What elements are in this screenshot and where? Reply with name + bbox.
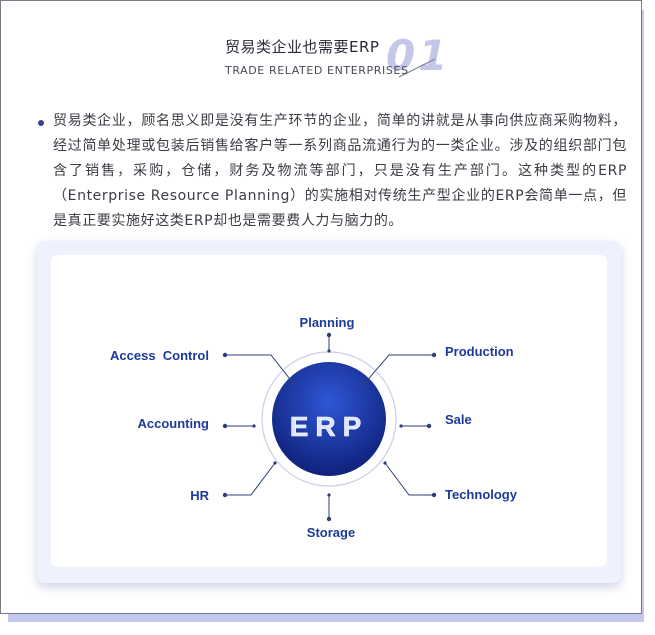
connector-dots [222,332,437,522]
connectors [225,335,434,519]
bullet-dot [38,120,44,126]
title-slash-decoration [398,58,436,78]
section-number: 01 [386,31,451,80]
intro-paragraph: 贸易类企业，顾名思义即是没有生产环节的企业，简单的讲就是从事向供应商采购物料，经… [53,113,627,229]
erp-diagram: ERP Planning Production Sale Technology … [110,315,518,540]
node-access-control: Access Control [110,348,209,363]
erp-diagram-panel: ERP Planning Production Sale Technology … [37,241,621,583]
connector-technology [384,462,434,496]
node-hr: HR [190,488,209,503]
node-storage: Storage [307,525,355,540]
connector-hr [225,462,276,496]
erp-diagram-canvas: ERP Planning Production Sale Technology … [51,255,607,567]
section-title: 贸易类企业也需要ERP [225,38,380,56]
node-accounting: Accounting [138,416,210,431]
connector-access-control [225,354,294,384]
node-planning: Planning [300,315,355,330]
node-technology: Technology [445,487,518,502]
node-production: Production [445,344,514,359]
erp-center-disk [272,362,386,476]
connector-production [364,354,434,384]
node-sale: Sale [445,412,472,427]
content-card: 01 贸易类企业也需要ERP TRADE RELATED ENTERPRISES… [0,0,642,614]
erp-center-label: ERP [290,411,369,442]
section-subtitle: TRADE RELATED ENTERPRISES [225,64,409,77]
